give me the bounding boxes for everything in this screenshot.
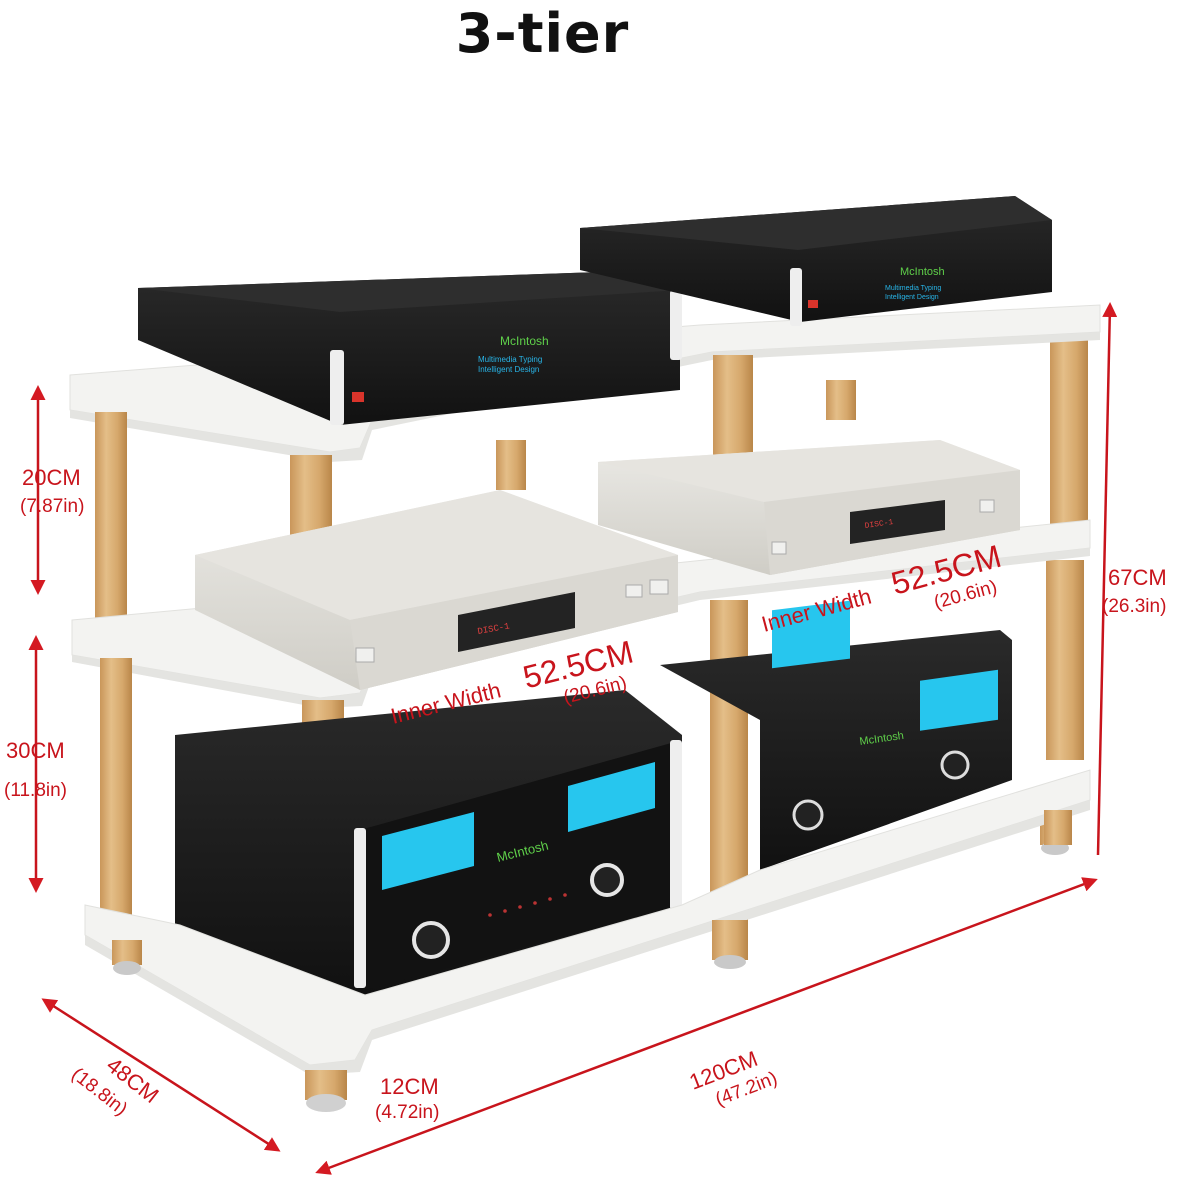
total-height-in: (26.3in) [1102,596,1166,617]
top-left-amplifier: McIntosh Multimedia Typing Intelligent D… [138,272,682,425]
bottom-right-power-amplifier: McIntosh [660,600,1012,870]
top-right-amplifier: McIntosh Multimedia Typing Intelligent D… [580,196,1052,326]
svg-text:McIntosh: McIntosh [900,266,945,278]
total-height-cm: 67CM [1108,565,1167,590]
svg-text:Multimedia Typing: Multimedia Typing [885,285,941,292]
tier-middle-height-cm: 30CM [6,738,65,763]
svg-text:McIntosh: McIntosh [500,334,549,348]
middle-left-cd-player: DISC-1 [195,490,678,690]
inner-width-left: Inner Width 52.5CM (20.6in) [388,633,637,728]
leg-height-cm: 12CM [380,1074,439,1099]
depth-line [41,998,281,1152]
svg-text:DISC-1: DISC-1 [864,518,894,531]
svg-text:Intelligent Design: Intelligent Design [885,294,939,301]
tier-top-height-cm: 20CM [22,465,81,490]
middle-right-cd-player: DISC-1 [598,440,1020,575]
product-title: 3-tier [455,2,630,65]
svg-text:Intelligent Design: Intelligent Design [478,365,539,374]
tier-top-height-in: (7.87in) [20,496,84,517]
tier-middle-height-in: (11.8in) [4,780,67,801]
svg-text:Multimedia Typing: Multimedia Typing [478,355,542,364]
leg-height-in: (4.72in) [375,1102,439,1123]
total-height-line [1096,302,1118,856]
dimension-lines [28,302,1118,1175]
total-width-line [315,877,1098,1175]
